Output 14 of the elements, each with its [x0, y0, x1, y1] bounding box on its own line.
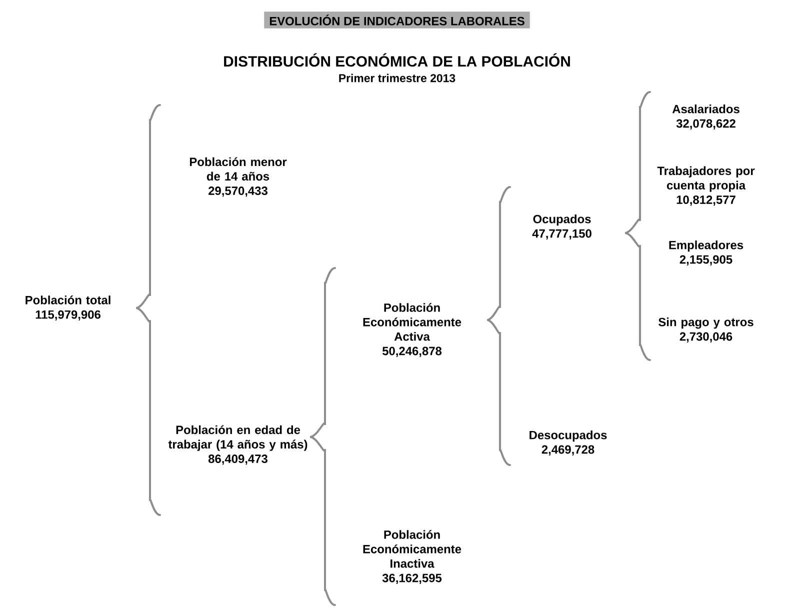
category-label: Población Económicamente Activa 50,246,878 [363, 303, 462, 357]
date-label: Primer trimestre 2013 [339, 74, 456, 82]
title-banner: EVOLUCIÓN DE INDICADORES LABORALES [264, 12, 530, 28]
category-label: Sin pago y otros 2,730,046 [658, 318, 754, 342]
category-label: Población Económicamente Inactiva 36,162,595 [363, 530, 462, 584]
category-label: Asalariados 32,078,622 [672, 104, 740, 130]
category-label: Ocupados 47,777,150 [532, 214, 592, 240]
category-label: Desocupados 2,469,728 [530, 430, 607, 456]
category-label: Población menor de 14 años 29,570,433 [190, 157, 287, 197]
category-label: Población total 115,979,906 [26, 295, 110, 321]
category-label: Empleadores 2,155,905 [669, 240, 744, 266]
category-label: Trabajadores por cuenta propia 10,812,577 [657, 166, 755, 206]
category-label: Población en edad de trabajar (14 años y más) 86,409,473 [168, 425, 308, 465]
subtitle: DISTRIBUCIÓN ECONÓMICA DE LA POBLACIÓN [224, 53, 570, 67]
